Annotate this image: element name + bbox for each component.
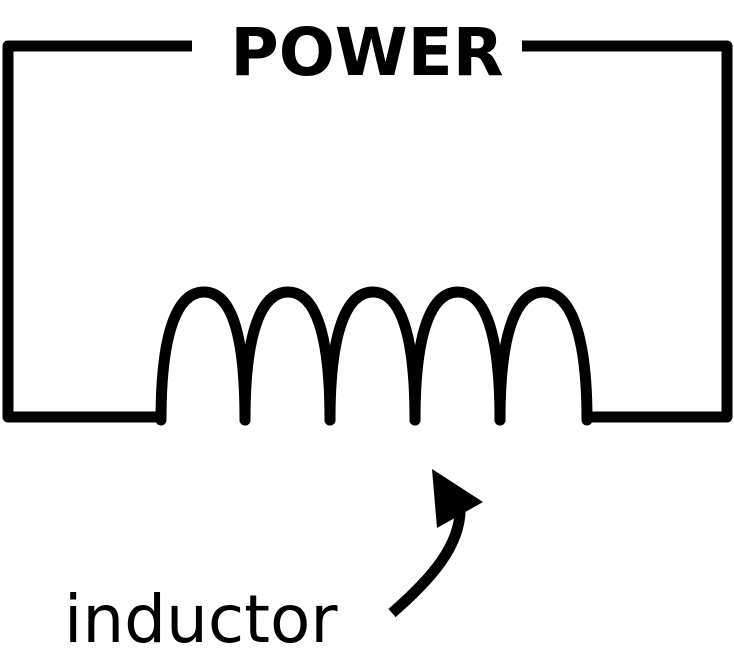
inductor-coil [155,286,593,426]
wire-right [522,40,733,423]
coil-turn [155,286,251,426]
coil-turn [324,286,421,426]
arrow-shaft [388,505,466,618]
arrow-head-icon [432,469,483,528]
coil-turn [409,286,506,426]
inductor-label: inductor [64,581,338,658]
coil-turn [239,286,336,426]
power-label: POWER [230,14,503,91]
wire-left [2,40,192,423]
annotation-arrow [388,469,483,618]
coil-turn [494,286,593,426]
